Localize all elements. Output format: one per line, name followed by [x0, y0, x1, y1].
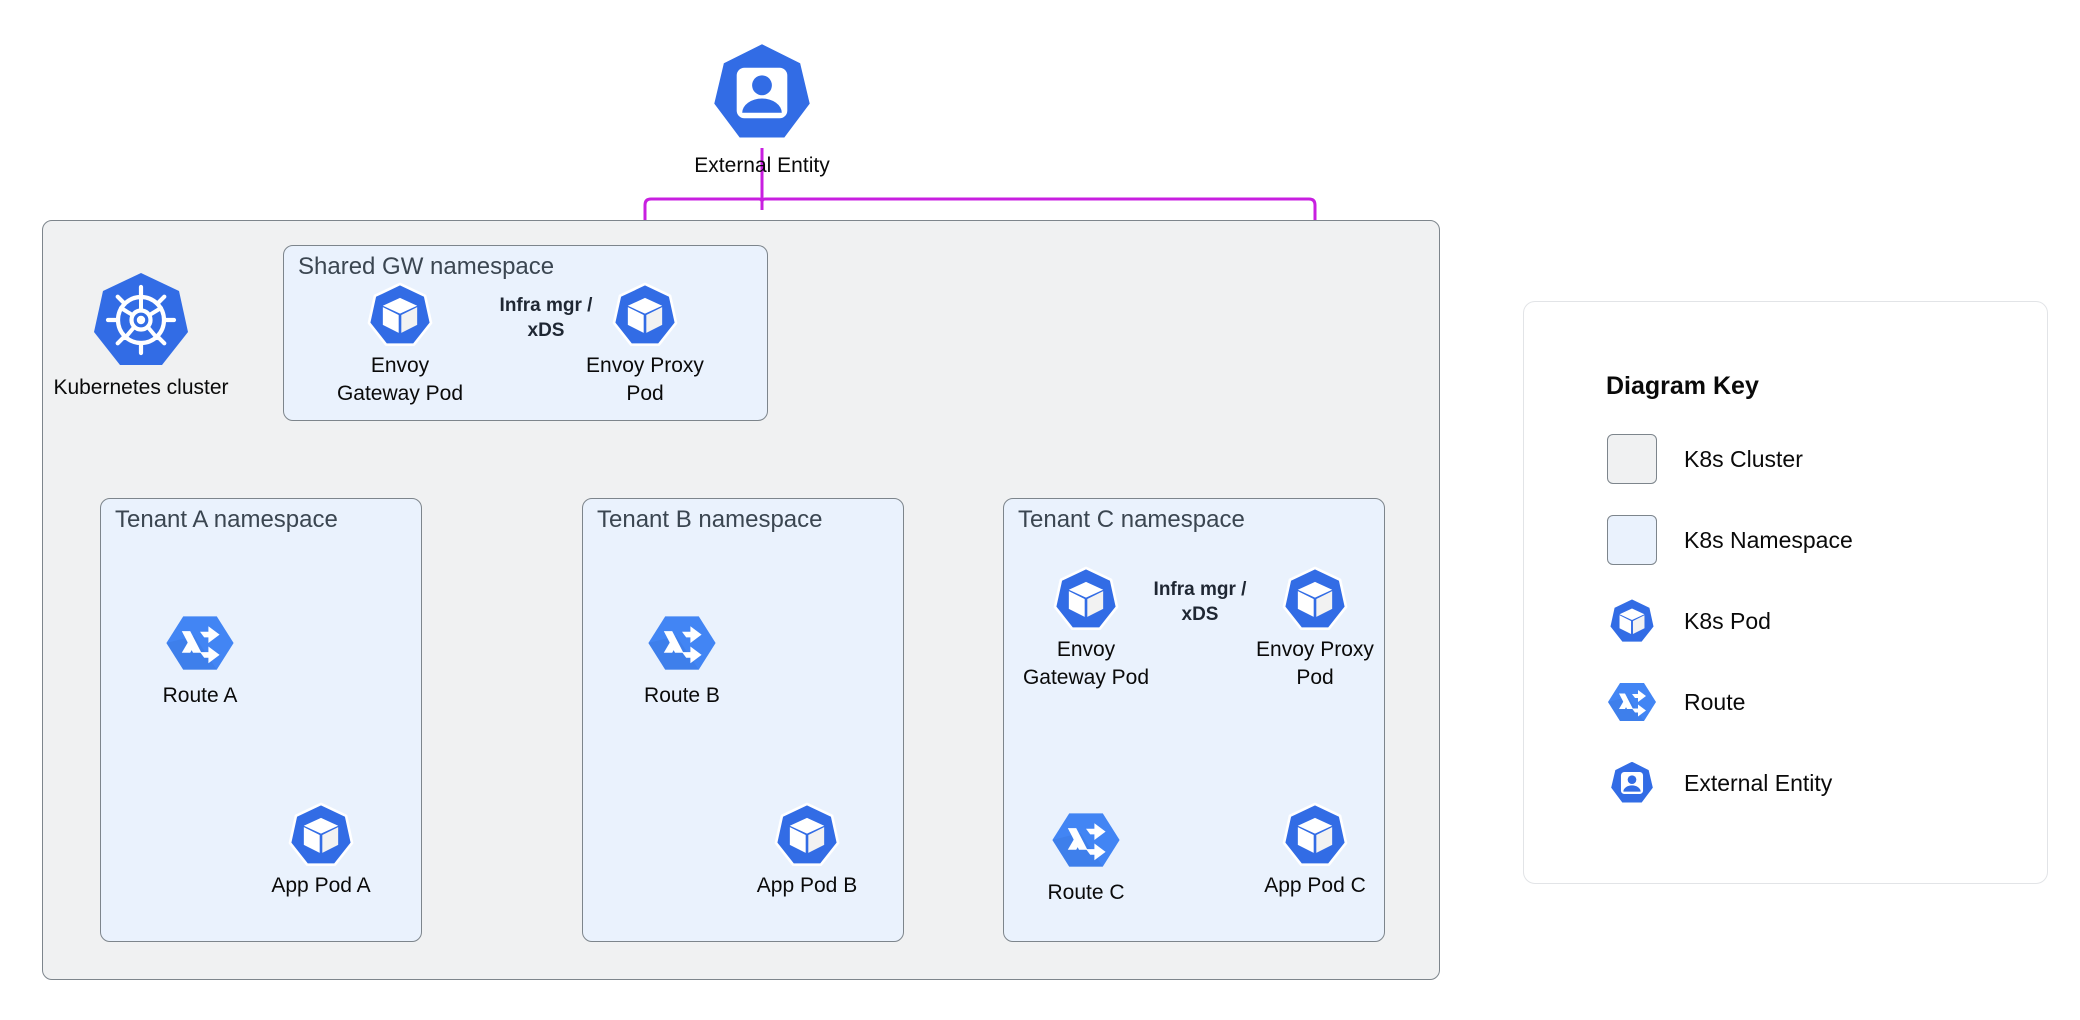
route-icon	[1052, 813, 1120, 867]
legend-item-external-entity-label: External Entity	[1684, 769, 1833, 796]
node-app-pod-b[interactable]: App Pod B	[702, 802, 912, 900]
legend-item-external-entity: External Entity	[1606, 757, 1832, 809]
route-a-label: Route A	[162, 684, 238, 707]
node-shared-gw-envoy-proxy-pod[interactable]: Envoy Proxy Pod	[540, 282, 750, 407]
namespace-tenant-a: Tenant A namespace	[100, 498, 422, 942]
k8s-pod-icon	[612, 282, 678, 347]
legend-item-route: Route	[1606, 676, 1745, 728]
route-icon	[166, 616, 234, 670]
legend-item-route-label: Route	[1684, 688, 1746, 715]
edge-label-shared-gw-infra-mgr: Infra mgr / xDS	[499, 295, 593, 341]
namespace-shared-gw-title: Shared GW namespace	[298, 253, 555, 280]
legend-item-k8s-pod: K8s Pod	[1606, 595, 1771, 647]
kubernetes-wheel-icon	[94, 273, 188, 365]
k8s-pod-icon	[1282, 566, 1348, 631]
k8s-pod-icon	[1608, 597, 1656, 644]
namespace-shared-gw: Shared GW namespace	[283, 245, 768, 421]
legend-item-k8s-cluster: K8s Cluster	[1606, 433, 1803, 485]
node-external-entity[interactable]: External Entity	[657, 38, 867, 180]
node-tenant-c-envoy-proxy-pod[interactable]: Envoy Proxy Pod	[1210, 566, 1420, 691]
k8s-pod-icon	[288, 802, 354, 867]
legend-item-k8s-namespace-label: K8s Namespace	[1684, 526, 1853, 553]
namespace-tenant-b: Tenant B namespace	[582, 498, 904, 942]
route-b-label: Route B	[644, 684, 720, 707]
app-pod-b-label: App Pod B	[756, 874, 858, 897]
node-route-a[interactable]: Route A	[95, 608, 305, 710]
cluster-swatch	[1606, 433, 1658, 485]
k8s-pod-icon	[367, 282, 433, 347]
k8s-pod-icon	[1053, 566, 1119, 631]
route-icon	[1608, 683, 1656, 721]
node-route-b[interactable]: Route B	[577, 608, 787, 710]
route-icon	[648, 616, 716, 670]
k8s-pod-icon	[1282, 802, 1348, 867]
k8s-pod-icon	[774, 802, 840, 867]
shared-gw-envoy-proxy-pod-label: Envoy Proxy Pod	[586, 354, 704, 405]
namespace-tenant-a-title: Tenant A namespace	[115, 506, 338, 533]
shared-gw-envoy-gateway-pod-label: Envoy Gateway Pod	[336, 354, 464, 405]
external-entity-label: External Entity	[694, 154, 830, 177]
legend-item-k8s-namespace: K8s Namespace	[1606, 514, 1853, 566]
tenant-c-envoy-gateway-pod-label: Envoy Gateway Pod	[1022, 638, 1150, 689]
legend-item-k8s-cluster-label: K8s Cluster	[1684, 445, 1803, 472]
route-c-label: Route C	[1047, 881, 1125, 904]
namespace-tenant-c-title: Tenant C namespace	[1018, 506, 1245, 533]
node-kubernetes-cluster[interactable]: Kubernetes cluster	[36, 270, 246, 402]
node-tenant-c-envoy-gateway-pod[interactable]: Envoy Gateway Pod	[981, 566, 1191, 691]
namespace-tenant-b-title: Tenant B namespace	[597, 506, 823, 533]
node-app-pod-c[interactable]: App Pod C	[1210, 802, 1420, 900]
edge-label-tenant-c-infra-mgr: Infra mgr / xDS	[1153, 579, 1247, 625]
node-route-c[interactable]: Route C	[981, 805, 1191, 907]
external-entity-icon	[1609, 760, 1655, 804]
legend-item-k8s-pod-label: K8s Pod	[1684, 607, 1771, 634]
node-app-pod-a[interactable]: App Pod A	[216, 802, 426, 900]
node-shared-gw-envoy-gateway-pod[interactable]: Envoy Gateway Pod	[295, 282, 505, 407]
kubernetes-cluster-label: Kubernetes cluster	[53, 376, 229, 399]
diagram-key-title: Diagram Key	[1606, 372, 1759, 400]
tenant-c-envoy-proxy-pod-label: Envoy Proxy Pod	[1256, 638, 1374, 689]
external-entity-icon	[710, 40, 814, 141]
app-pod-c-label: App Pod C	[1264, 874, 1366, 897]
diagram-key-panel: Diagram Key K8s Cluster K8s Namespace	[1523, 301, 2048, 884]
namespace-swatch	[1606, 514, 1658, 566]
app-pod-a-label: App Pod A	[271, 874, 371, 897]
